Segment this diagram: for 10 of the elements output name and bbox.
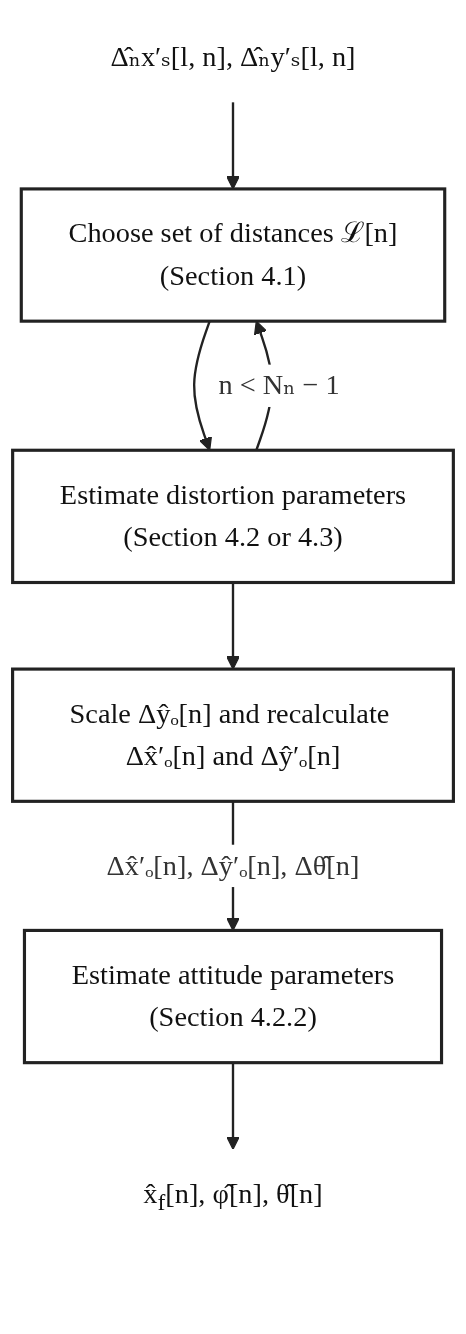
edge-label: Δx̂′ₒ[n], Δŷ′ₒ[n], Δθ̂[n] (106, 849, 360, 881)
node-box: Choose set of distances ℒ[n] (Section 4.1) (19, 187, 447, 323)
node-text: Δ̂ₙx′ₛ[l, n], Δ̂ₙy′ₛ[l, n] (110, 40, 356, 73)
node-text: x̂$_{f}$[n], φ̂[n], θ̂[n] (143, 1177, 323, 1215)
arrow (226, 1062, 240, 1150)
node-box: Estimate attitude parameters (Section 4.2.2) (22, 928, 444, 1065)
node-box: Scale Δŷₒ[n] and recalculate Δx̂′ₒ[n] and Δŷ′ₒ[n] (11, 667, 455, 803)
arrow (226, 582, 240, 670)
edge-label: n < Nₙ − 1 (218, 369, 340, 401)
node-box: Estimate distortion parameters (Section 4.2 or 4.3) (11, 448, 455, 585)
